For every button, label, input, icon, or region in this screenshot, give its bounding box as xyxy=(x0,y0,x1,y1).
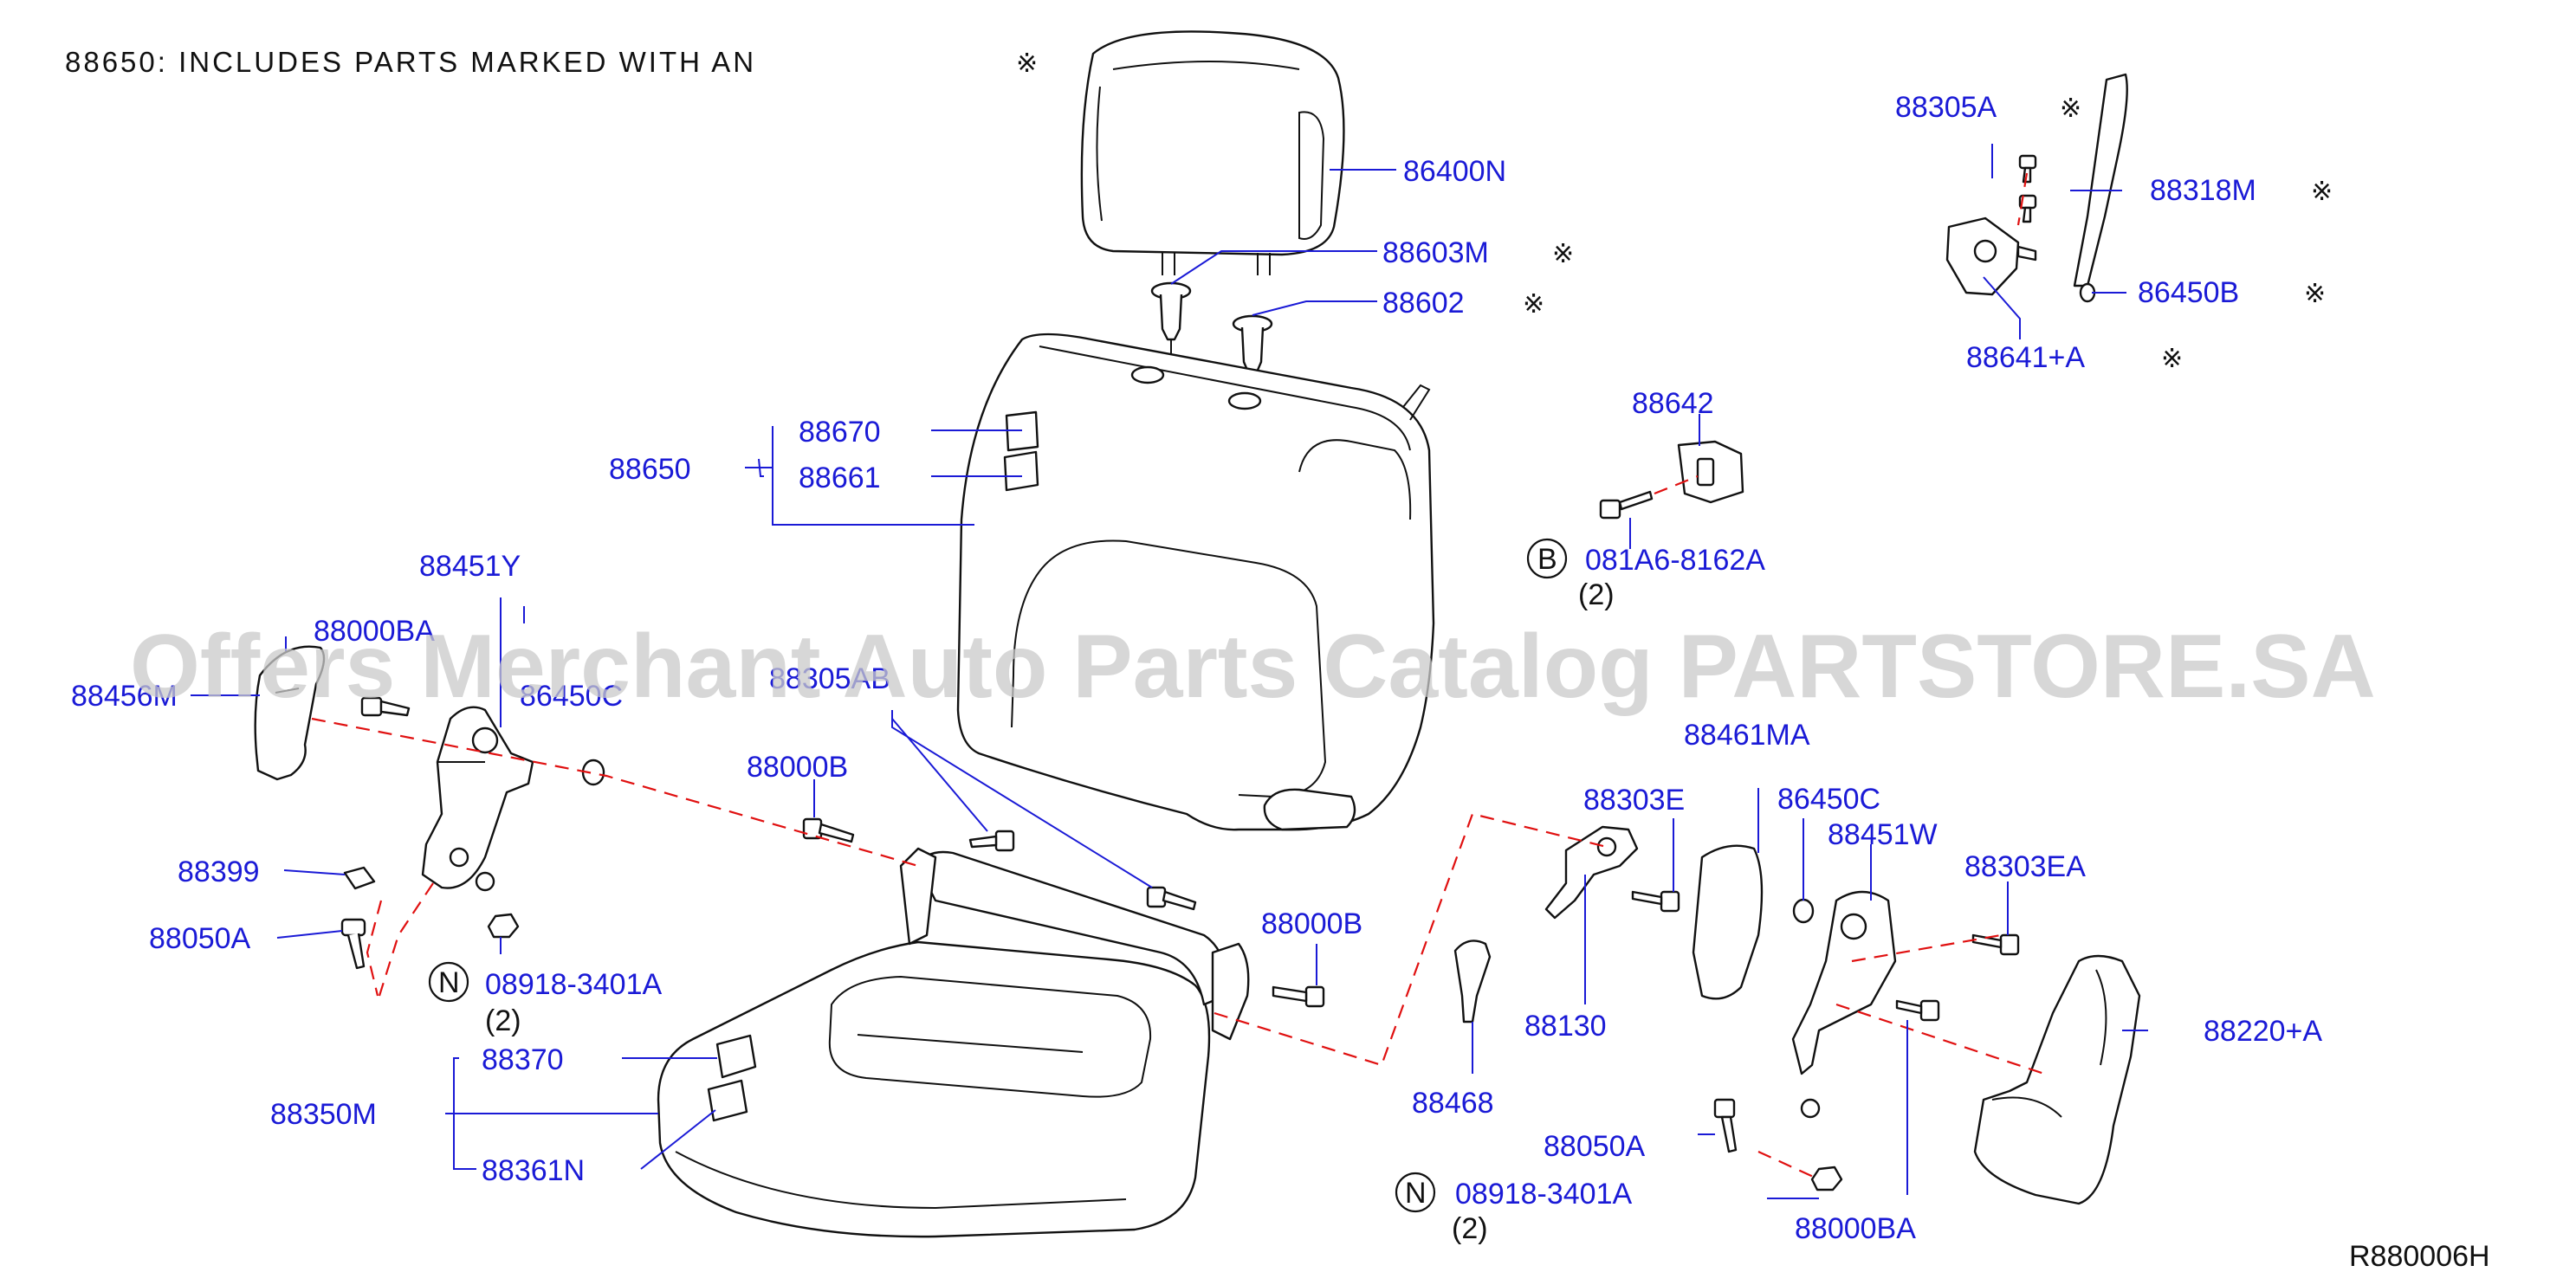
label-88461ma[interactable]: 88461MA xyxy=(1684,719,1810,752)
trim-88318m-part xyxy=(2073,73,2128,287)
seat-back-part xyxy=(956,333,1435,831)
bolt-081a6-part xyxy=(1599,490,1654,520)
label-88670[interactable]: 88670 xyxy=(799,416,881,449)
bolt-88050a-left-part xyxy=(340,918,366,970)
label-88370[interactable]: 88370 xyxy=(482,1043,564,1076)
headrest-part xyxy=(1080,30,1345,275)
bolt-88000ba-right-part xyxy=(1895,999,1940,1022)
label-08918-left-qty: (2) xyxy=(485,1004,521,1037)
mark-88305a-icon: ※ xyxy=(2060,94,2081,124)
bolt-88305ab-2-part xyxy=(1146,886,1197,911)
label-88350m[interactable]: 88350M xyxy=(270,1098,377,1131)
label-88451w[interactable]: 88451W xyxy=(1828,818,1938,851)
seat-cushion-part xyxy=(657,847,1250,1238)
label-88305a[interactable]: 88305A xyxy=(1895,91,1997,124)
watermark: Offers Merchant Auto Parts Catalog PARTS… xyxy=(130,617,2376,717)
bracket-88641a-part xyxy=(1945,216,2037,296)
clip-88399-part xyxy=(343,866,376,890)
label-88456m[interactable]: 88456M xyxy=(71,680,178,713)
cover-88461ma-part xyxy=(1692,844,1764,1000)
label-88361n[interactable]: 88361N xyxy=(482,1154,585,1187)
label-88050a-right[interactable]: 88050A xyxy=(1544,1130,1646,1163)
label-88650[interactable]: 88650 xyxy=(609,453,691,486)
label-88130[interactable]: 88130 xyxy=(1524,1010,1607,1043)
circle-n-left-icon xyxy=(428,961,469,1003)
bolt-88000b-left-part xyxy=(802,817,855,843)
hinge-88451y-part xyxy=(421,706,534,892)
bracket-88642-part xyxy=(1677,440,1744,504)
washer-86450c-right-part xyxy=(1792,898,1815,924)
bolt-88303e-part xyxy=(1631,890,1680,913)
label-88642[interactable]: 88642 xyxy=(1632,387,1714,420)
label-88303ea[interactable]: 88303EA xyxy=(1964,850,2086,883)
diagram-id: R880006H xyxy=(2349,1240,2490,1273)
label-88603m[interactable]: 88603M xyxy=(1382,236,1489,269)
circle-n-right-letter: N xyxy=(1405,1177,1427,1210)
label-86450b[interactable]: 86450B xyxy=(2138,276,2239,309)
bolt-88305ab-part xyxy=(968,830,1015,852)
label-88661[interactable]: 88661 xyxy=(799,462,881,494)
label-88641a[interactable]: 88641+A xyxy=(1966,341,2085,374)
label-88000b-left[interactable]: 88000B xyxy=(747,751,848,784)
bolt-88305a-part xyxy=(2018,154,2037,223)
mark-88641a-icon: ※ xyxy=(2161,344,2183,374)
label-88468[interactable]: 88468 xyxy=(1412,1087,1494,1120)
label-86450c-right[interactable]: 86450C xyxy=(1777,783,1880,816)
label-88000b-right[interactable]: 88000B xyxy=(1261,907,1362,940)
bolt-88000b-right-part xyxy=(1272,985,1325,1008)
cover-88220a-part xyxy=(1973,954,2141,1205)
label-88220a[interactable]: 88220+A xyxy=(2204,1015,2322,1048)
label-08918-left[interactable]: 08918-3401A xyxy=(485,968,663,1001)
mark-88602-icon: ※ xyxy=(1523,289,1544,320)
nut-08918-right-part xyxy=(1810,1166,1843,1191)
hinge-88451w-part xyxy=(1791,890,1897,1119)
circle-n-left-letter: N xyxy=(438,966,460,999)
mark-88318m-icon: ※ xyxy=(2311,177,2333,207)
header-mark-icon: ※ xyxy=(1016,48,1038,79)
label-86450c-left[interactable]: 86450C xyxy=(520,680,623,713)
label-88305ab[interactable]: 88305AB xyxy=(769,662,890,695)
bolt-88050a-right-part xyxy=(1713,1098,1738,1153)
handle-88468-part xyxy=(1453,940,1492,1023)
cover-88456m-part xyxy=(254,645,326,781)
mark-86450b-icon: ※ xyxy=(2304,279,2326,309)
leader-lines xyxy=(191,144,2148,1199)
alignment-lines xyxy=(311,172,2045,1181)
label-08918-right[interactable]: 08918-3401A xyxy=(1455,1178,1633,1211)
label-88602[interactable]: 88602 xyxy=(1382,287,1465,320)
circle-b-icon xyxy=(1526,538,1568,579)
bolt-88303ea-part xyxy=(1971,933,2020,956)
header-note: 88650: INCLUDES PARTS MARKED WITH AN xyxy=(65,46,756,78)
bolt-88000ba-left-part xyxy=(360,696,411,717)
label-081a6[interactable]: 081A6-8162A xyxy=(1585,544,1765,577)
hinge-88303e-part xyxy=(1544,825,1639,920)
label-88000ba-left[interactable]: 88000BA xyxy=(314,615,435,648)
label-081a6-qty: (2) xyxy=(1578,578,1615,611)
nut-08918-left-part xyxy=(487,913,520,939)
label-08918-right-qty: (2) xyxy=(1452,1212,1488,1245)
washer-86450c-left-part xyxy=(581,759,605,786)
label-88303e[interactable]: 88303E xyxy=(1583,784,1685,817)
label-88451y[interactable]: 88451Y xyxy=(419,550,521,583)
label-88050a-left[interactable]: 88050A xyxy=(149,922,251,955)
label-88318m[interactable]: 88318M xyxy=(2150,174,2256,207)
label-88000ba-right[interactable]: 88000BA xyxy=(1795,1212,1916,1245)
headrest-guide-88603m xyxy=(1150,281,1192,353)
label-86400n[interactable]: 86400N xyxy=(1403,155,1506,188)
circle-n-right-icon xyxy=(1395,1172,1436,1213)
label-88399[interactable]: 88399 xyxy=(178,856,260,888)
circle-b-letter: B xyxy=(1537,543,1557,576)
mark-88603m-icon: ※ xyxy=(1552,239,1574,269)
